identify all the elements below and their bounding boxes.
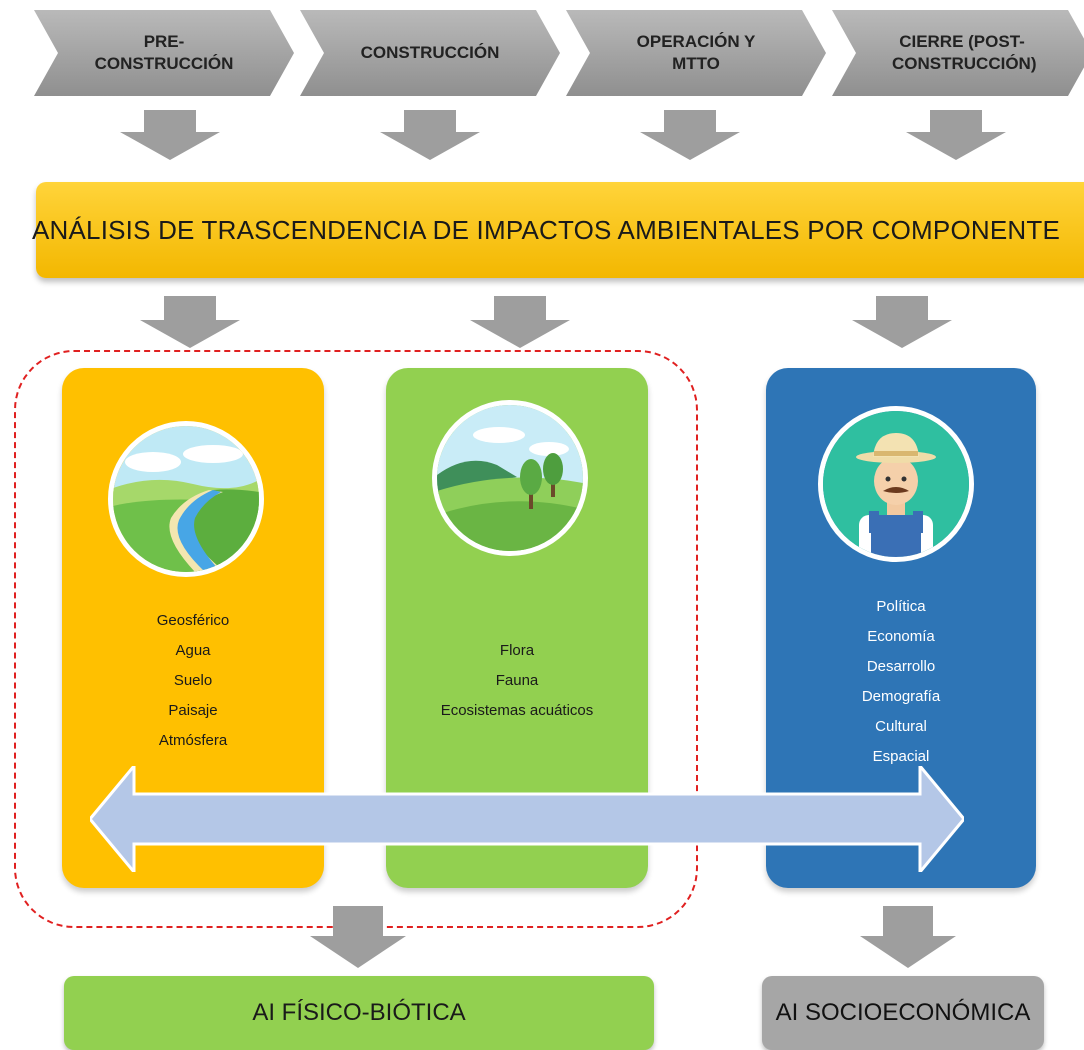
biotico-components-list: Flora Fauna Ecosistemas acuáticos xyxy=(386,636,648,726)
list-item: Atmósfera xyxy=(158,732,228,749)
list-item: Cultural xyxy=(875,718,927,735)
list-item: Agua xyxy=(175,642,211,659)
social-components-list: Política Economía Desarrollo Demografía … xyxy=(766,592,1036,772)
list-item: Geosférico xyxy=(156,612,230,629)
trees-meadow-icon xyxy=(432,400,588,556)
farmer-person-icon xyxy=(818,406,974,562)
list-item: Fauna xyxy=(495,672,539,689)
banner-title: ANÁLISIS DE TRASCENDENCIA DE IMPACTOS AM… xyxy=(32,214,1060,245)
down-arrow-icon xyxy=(860,906,956,968)
down-arrow-icon xyxy=(380,110,480,160)
list-item: Ecosistemas acuáticos xyxy=(440,702,594,719)
list-item: Flora xyxy=(499,642,535,659)
down-arrow-icon xyxy=(120,110,220,160)
double-arrow-icon xyxy=(90,766,964,872)
down-arrow-icon xyxy=(470,296,570,348)
fisico-components-list: Geosférico Agua Suelo Paisaje Atmósfera xyxy=(62,606,324,756)
list-item: Paisaje xyxy=(168,702,218,719)
result-socioeconomica: AI SOCIOECONÓMICA xyxy=(762,976,1044,1050)
list-item: Política xyxy=(876,598,926,615)
phase-pre-construccion: PRE-CONSTRUCCIÓN xyxy=(34,10,294,96)
list-item: Desarrollo xyxy=(866,658,936,675)
down-arrow-icon xyxy=(906,110,1006,160)
phase-construccion: CONSTRUCCIÓN xyxy=(300,10,560,96)
down-arrow-icon xyxy=(140,296,240,348)
list-item: Demografía xyxy=(861,688,941,705)
phase-cierre: CIERRE (POST-CONSTRUCCIÓN) xyxy=(832,10,1084,96)
list-item: Suelo xyxy=(173,672,213,689)
down-arrow-icon xyxy=(852,296,952,348)
list-item: Economía xyxy=(867,628,935,645)
down-arrow-icon xyxy=(640,110,740,160)
down-arrow-icon xyxy=(310,906,406,968)
list-item: Espacial xyxy=(872,748,930,765)
result-fisico-biotica: AI FÍSICO-BIÓTICA xyxy=(64,976,654,1050)
analysis-banner: ANÁLISIS DE TRASCENDENCIA DE IMPACTOS AM… xyxy=(32,182,1084,278)
river-landscape-icon xyxy=(108,421,264,577)
